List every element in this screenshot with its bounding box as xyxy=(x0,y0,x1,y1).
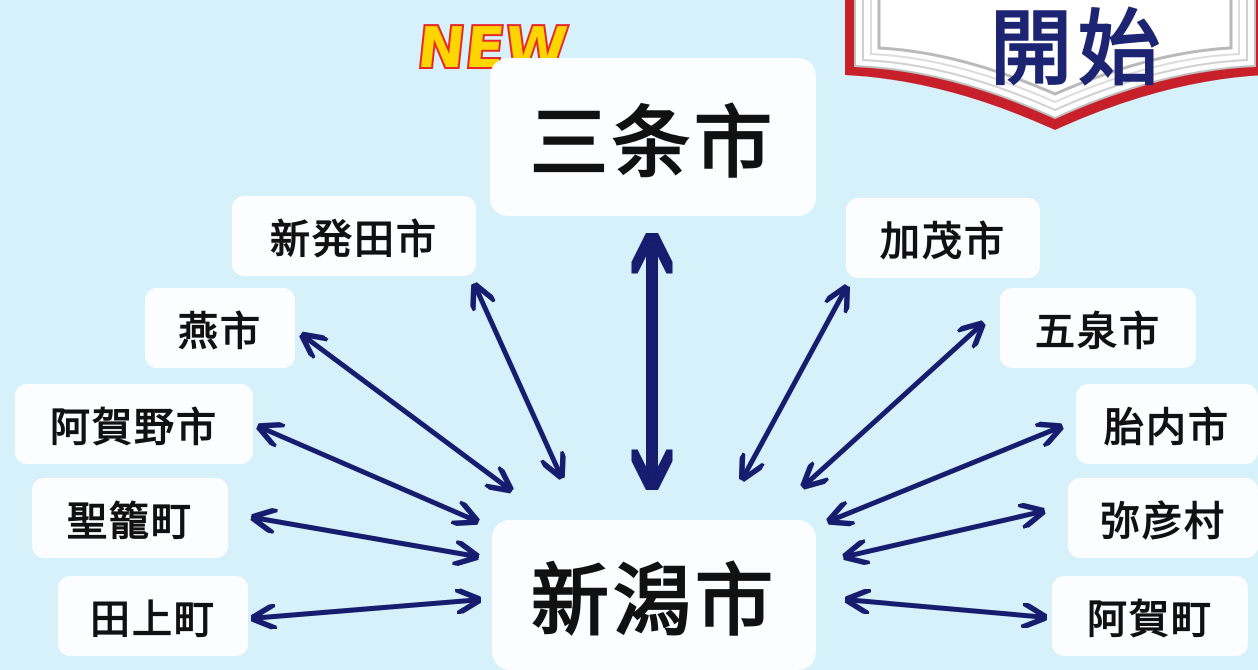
city-agano: 阿賀野市 xyxy=(15,384,253,464)
city-seiro: 聖籠町 xyxy=(32,478,228,558)
arrow-agano xyxy=(262,428,474,520)
city-yahiko: 弥彦村 xyxy=(1068,478,1258,558)
city-kamo: 加茂市 xyxy=(846,198,1040,278)
book-title: 開始 xyxy=(990,2,1167,97)
hub-niigata: 新潟市 xyxy=(492,520,816,670)
arrow-yahiko xyxy=(848,512,1040,556)
arrow-tsubame xyxy=(305,337,508,488)
open-book-icon xyxy=(845,0,1258,130)
arrow-seiro xyxy=(256,518,474,556)
hub-sanjo: 三条市 xyxy=(490,58,816,216)
arrow-tagami xyxy=(256,600,476,618)
city-shibata: 新発田市 xyxy=(232,196,476,276)
city-aga: 阿賀町 xyxy=(1052,576,1248,656)
city-tainai: 胎内市 xyxy=(1076,384,1258,464)
arrow-kamo xyxy=(744,290,845,476)
arrow-aga xyxy=(850,600,1042,617)
arrow-tainai xyxy=(832,428,1058,520)
arrow-shibata xyxy=(476,288,560,474)
city-gosen: 五泉市 xyxy=(1000,288,1196,368)
city-tagami: 田上町 xyxy=(58,576,248,656)
arrow-gosen xyxy=(806,326,980,484)
city-tsubame: 燕市 xyxy=(145,288,295,368)
